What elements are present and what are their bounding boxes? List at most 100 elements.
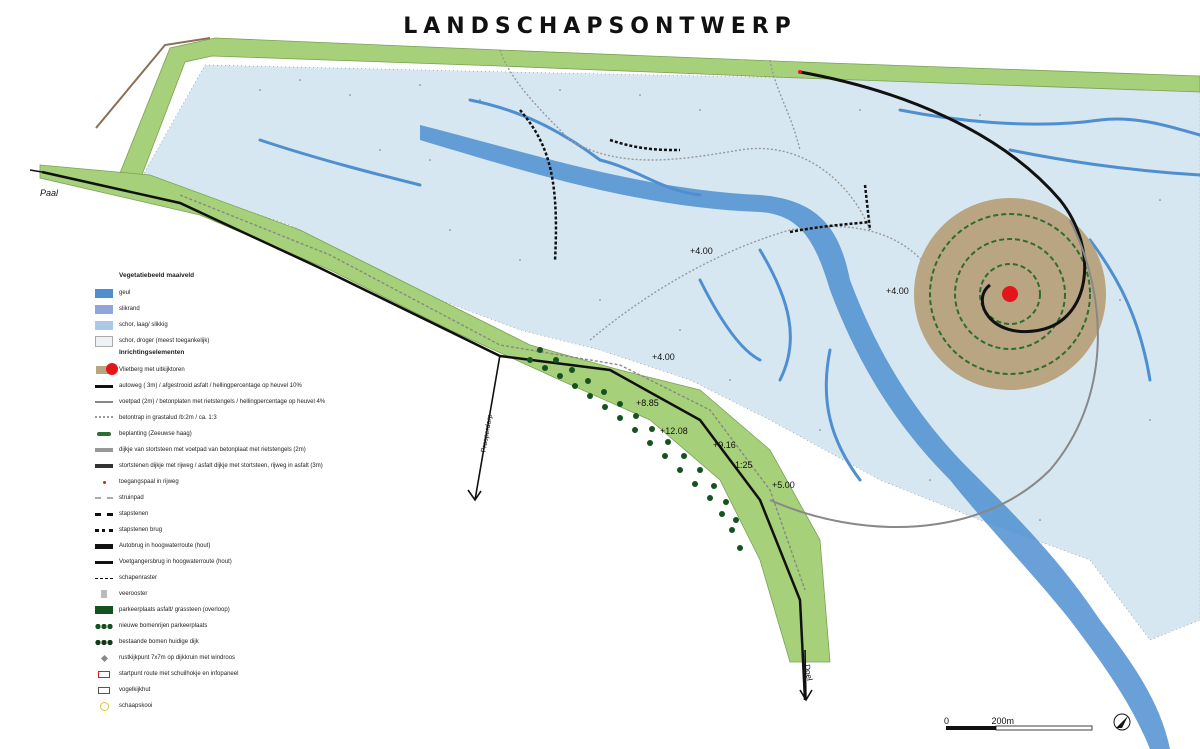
legend-item: beplanting (Zeeuwse haag) bbox=[95, 426, 395, 442]
legend-label: stortstenen dijkje met rijweg / asfalt d… bbox=[119, 463, 323, 469]
legend-label: beplanting (Zeeuwse haag) bbox=[119, 431, 192, 437]
mound-spiral bbox=[769, 70, 1099, 528]
scale-dist: 200m bbox=[991, 716, 1015, 726]
scale-bar bbox=[946, 725, 1093, 731]
legend-item: rustkijkpunt 7x7m op dijkkruin met windr… bbox=[95, 650, 395, 666]
legend: Vegetatiebeeld maaiveld geul slikrand sc… bbox=[95, 272, 395, 714]
height-label-4: +5.00 bbox=[772, 480, 795, 490]
legend-inr-list: Vlietberg met uitkijktoren autoweg ( 3m) … bbox=[95, 362, 395, 714]
legend-item: autoweg ( 3m) / afgestrooid asfalt / hel… bbox=[95, 378, 395, 394]
footpaths bbox=[499, 49, 931, 341]
legend-label: schapenraster bbox=[119, 575, 158, 581]
legend-label: Voetgangersbrug in hoogwaterroute (hout) bbox=[119, 559, 232, 565]
north-arrow-icon bbox=[1113, 713, 1131, 731]
legend-symbol-icon bbox=[95, 669, 113, 679]
legend-item: voetpad (2m) / betonplaten met rietsteng… bbox=[95, 394, 395, 410]
legend-symbol-icon bbox=[95, 573, 113, 583]
legend-symbol-icon bbox=[95, 381, 113, 391]
legend-label: bestaande bomen huidige dijk bbox=[119, 639, 199, 645]
legend-symbol-icon bbox=[95, 509, 113, 519]
salt-marsh-area bbox=[139, 64, 1200, 641]
legend-symbol-icon bbox=[95, 525, 113, 535]
legend-label: toegangspaal in rijweg bbox=[119, 479, 179, 485]
southwest-dike bbox=[39, 164, 831, 663]
legend-symbol-icon bbox=[95, 557, 113, 567]
legend-symbol-icon bbox=[95, 413, 113, 423]
legend-item: Autobrug in hoogwaterroute (hout) bbox=[95, 538, 395, 554]
legend-item: Voetgangersbrug in hoogwaterroute (hout) bbox=[95, 554, 395, 570]
marsh-dots bbox=[259, 79, 1161, 521]
legend-symbol-icon bbox=[95, 461, 113, 471]
access-post bbox=[798, 70, 802, 74]
tidal-creeks bbox=[258, 98, 1200, 482]
direction-arrows bbox=[29, 169, 813, 702]
legend-label: autoweg ( 3m) / afgestrooid asfalt / hel… bbox=[119, 383, 302, 389]
legend-label: dijkje van stortsteen met voetpad van be… bbox=[119, 447, 306, 453]
legend-symbol-icon bbox=[95, 445, 113, 455]
legend-label: rustkijkpunt 7x7m op dijkkruin met windr… bbox=[119, 655, 236, 661]
legend-label: struinpad bbox=[119, 495, 144, 501]
legend-item: bestaande bomen huidige dijk bbox=[95, 634, 395, 650]
legend-item: betontrap in grastalud /b:2m / ca. 1:3 bbox=[95, 410, 395, 426]
legend-item: stortstenen dijkje met rijweg / asfalt d… bbox=[95, 458, 395, 474]
lookout-tower bbox=[1002, 286, 1018, 302]
legend-symbol-icon bbox=[95, 493, 113, 503]
legend-symbol-icon bbox=[95, 477, 113, 487]
legend-item: schapenraster bbox=[95, 570, 395, 586]
legend-item: schor, droger (meest toegankelijk) bbox=[95, 333, 395, 349]
legend-label: stapstenen brug bbox=[119, 527, 163, 533]
legend-symbol-icon bbox=[95, 397, 113, 407]
legend-label: voetpad (2m) / betonplaten met rietsteng… bbox=[119, 399, 326, 405]
legend-item: stapstenen bbox=[95, 506, 395, 522]
legend-symbol-icon bbox=[95, 701, 113, 711]
main-road bbox=[41, 170, 807, 701]
legend-label: Autobrug in hoogwaterroute (hout) bbox=[119, 543, 211, 549]
legend-label: stapstenen bbox=[119, 511, 149, 517]
legend-item: dijkje van stortsteen met voetpad van be… bbox=[95, 442, 395, 458]
legend-inr-title: Inrichtingselementen bbox=[119, 349, 185, 356]
brown-road-north bbox=[95, 37, 211, 129]
stepping-stones bbox=[519, 109, 872, 261]
legend-symbol-icon bbox=[95, 605, 113, 615]
legend-item: startpunt route met schuilhokje en infop… bbox=[95, 666, 395, 682]
legend-item: parkeerplaats asfalt/ grassteen (overloo… bbox=[95, 602, 395, 618]
legend-swatch-icon bbox=[95, 320, 113, 330]
north-dike bbox=[117, 37, 1200, 181]
legend-symbol-icon bbox=[95, 589, 113, 599]
legend-label: veerooster bbox=[119, 591, 148, 597]
legend-swatch-icon bbox=[95, 288, 113, 298]
label-paal: Paal bbox=[40, 188, 59, 198]
legend-item: struinpad bbox=[95, 490, 395, 506]
legend-swatch-icon bbox=[95, 335, 113, 347]
dike-footpath bbox=[179, 194, 806, 591]
legend-label: betontrap in grastalud /b:2m / ca. 1:3 bbox=[119, 415, 217, 421]
legend-item: schor, laag/ slikkig bbox=[95, 317, 395, 333]
legend-label: startpunt route met schuilhokje en infop… bbox=[119, 671, 239, 677]
legend-symbol-icon bbox=[95, 653, 113, 663]
legend-symbol-icon bbox=[95, 363, 118, 375]
legend-symbol-icon bbox=[95, 621, 113, 631]
height-label-2: +4.00 bbox=[886, 286, 909, 296]
legend-item: geul bbox=[95, 285, 395, 301]
legend-symbol-icon bbox=[95, 429, 113, 439]
legend-veg-title: Vegetatiebeeld maaiveld bbox=[119, 272, 195, 279]
scale-zero: 0 bbox=[944, 716, 950, 726]
legend-item: slikrand bbox=[95, 301, 395, 317]
legend-item: Vlietberg met uitkijktoren bbox=[95, 362, 395, 378]
legend-label: Vlietberg met uitkijktoren bbox=[119, 367, 185, 373]
legend-symbol-icon bbox=[95, 541, 113, 551]
height-label-7: +12.08 bbox=[660, 426, 688, 436]
page-title: LANDSCHAPSONTWERP bbox=[403, 14, 797, 39]
scale-labels: 0 200m bbox=[944, 716, 1014, 726]
height-label-6: +8.85 bbox=[636, 398, 659, 408]
legend-symbol-icon bbox=[95, 685, 113, 695]
height-label-1: +4.00 bbox=[690, 246, 713, 256]
height-label-3: +4.00 bbox=[652, 352, 675, 362]
legend-label: schaapskooi bbox=[119, 703, 153, 709]
legend-item: stapstenen brug bbox=[95, 522, 395, 538]
slope-label: 1:25 bbox=[735, 460, 753, 470]
legend-swatch-icon bbox=[95, 304, 113, 314]
legend-item: vogelkijkhut bbox=[95, 682, 395, 698]
legend-label: parkeerplaats asfalt/ grassteen (overloo… bbox=[119, 607, 230, 613]
